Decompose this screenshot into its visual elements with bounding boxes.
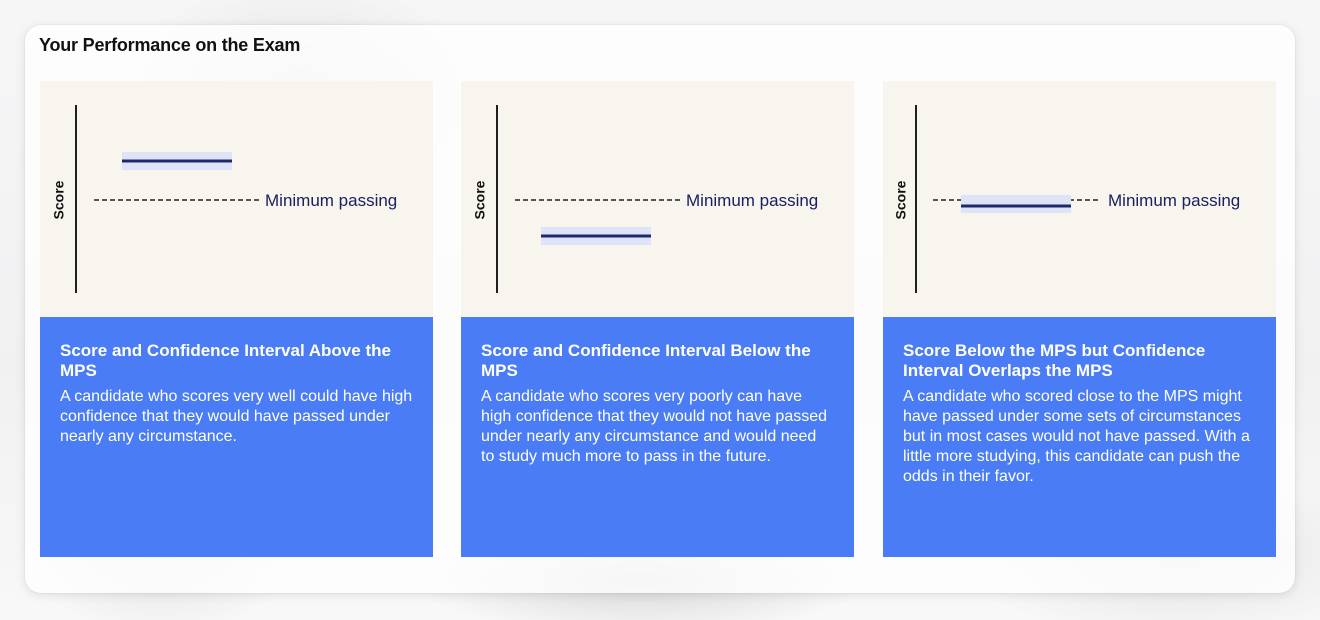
axis-label: Score [51, 180, 67, 219]
score-diagram-svg: Score Minimum passing [472, 105, 818, 293]
axis-label: Score [893, 180, 909, 219]
score-diagram-svg: Score Minimum passing [893, 105, 1240, 293]
info-heading: Score Below the MPS but Confidence Inter… [903, 341, 1206, 380]
score-diagram: Score Minimum passing [40, 81, 433, 317]
info-box: Score Below the MPS but Confidence Inter… [883, 317, 1276, 557]
info-heading: Score and Confidence Interval Below the … [481, 341, 811, 380]
performance-card: Your Performance on the Exam Score Minim… [25, 25, 1295, 593]
threshold-label: Minimum passing [1108, 191, 1240, 210]
info-body: A candidate who scored close to the MPS … [903, 388, 1250, 485]
score-diagram-svg: Score Minimum passing [51, 105, 397, 293]
threshold-label: Minimum passing [686, 191, 818, 210]
panel-overlap: Score Minimum passing Score Below the MP… [883, 81, 1276, 557]
card-title: Your Performance on the Exam [39, 35, 301, 55]
confidence-band [961, 195, 1071, 213]
threshold-label: Minimum passing [265, 191, 397, 210]
info-body: A candidate who scores very poorly can h… [481, 388, 828, 465]
info-box: Score and Confidence Interval Above the … [40, 317, 433, 557]
axis-label: Score [472, 180, 488, 219]
info-heading: Score and Confidence Interval Above the … [60, 341, 391, 380]
panel-below: Score Minimum passing Score and Confiden… [461, 81, 854, 557]
score-diagram: Score Minimum passing [883, 81, 1276, 317]
score-diagram: Score Minimum passing [461, 81, 854, 317]
info-body: A candidate who scores very well could h… [60, 388, 413, 445]
panel-above: Score Minimum passing Score and Confiden… [40, 81, 433, 557]
info-box: Score and Confidence Interval Below the … [461, 317, 854, 557]
